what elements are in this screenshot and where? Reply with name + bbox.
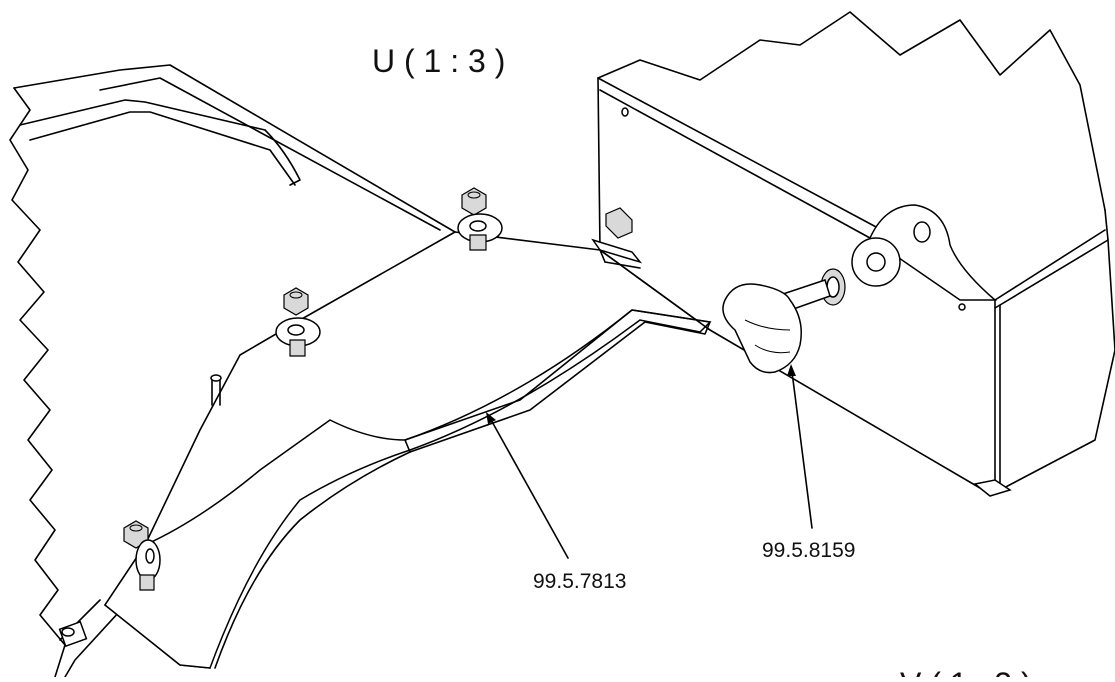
guard-part <box>103 309 712 669</box>
housing <box>591 11 1115 497</box>
callout-knob-part: 99.5.8159 <box>762 539 855 562</box>
leader-knob <box>787 364 813 529</box>
bolt-top <box>457 187 503 251</box>
callout-guard-part: 99.5.7813 <box>533 570 626 593</box>
view-u-title: U ( 1 : 3 ) <box>372 43 505 79</box>
view-v-title: V ( 1 : 3 ) <box>900 666 1032 677</box>
bolt-bottom <box>123 520 161 591</box>
leader-guard <box>486 412 569 559</box>
star-knob <box>722 268 846 374</box>
bolt-middle <box>275 287 321 357</box>
